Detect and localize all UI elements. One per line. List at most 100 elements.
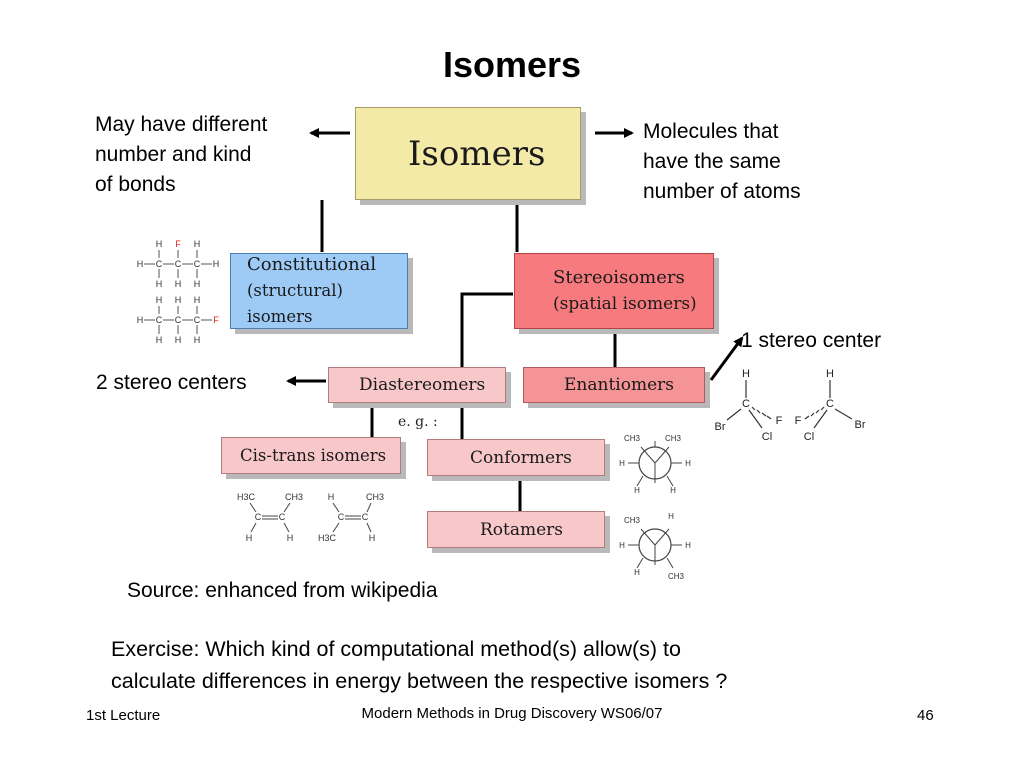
- bond: [726, 380, 763, 429]
- atom-label: H: [685, 541, 691, 550]
- stereoisomers-box-label: Stereoisomers: [553, 267, 685, 288]
- atom-label: C: [194, 259, 201, 269]
- rotamers-box: Rotamers: [427, 511, 605, 548]
- atom-label: Cl: [804, 431, 814, 443]
- cistrans-box: Cis-trans isomers: [221, 437, 401, 474]
- atom-label: C: [255, 512, 262, 522]
- atom-label: H: [137, 259, 144, 269]
- atom-label: H: [213, 259, 220, 269]
- stereoisomers-box: Stereoisomers (spatial isomers): [514, 253, 714, 329]
- isomers-box-label: Isomers: [408, 133, 546, 174]
- enantiomers-box-label: Enantiomers: [564, 375, 674, 395]
- atom-label: H: [619, 459, 625, 468]
- bond: [332, 502, 372, 533]
- bond: [158, 325, 198, 334]
- atom-label: H: [742, 368, 750, 380]
- note-line: Molecules that: [643, 120, 779, 143]
- atom-label: H: [668, 512, 674, 521]
- propane-2-fluoro-structure: H F H H C C C H H H H: [137, 239, 220, 289]
- atom-label: C: [362, 512, 369, 522]
- stereoisomers-box-sublabel: (spatial isomers): [553, 294, 697, 314]
- atom-label: H: [246, 533, 253, 543]
- atom-label: H: [194, 279, 201, 289]
- atom-label: H: [194, 295, 201, 305]
- atom-label: C: [175, 259, 182, 269]
- note-different-bonds: May have different number and kind of bo…: [95, 110, 267, 200]
- atom-label: Cl: [762, 431, 772, 443]
- bond: [158, 250, 198, 258]
- exercise-line: Exercise: Which kind of computational me…: [111, 637, 681, 661]
- note-line: have the same: [643, 150, 781, 173]
- note-line: number and kind: [95, 143, 252, 166]
- slide-title: Isomers: [442, 44, 582, 85]
- atom-label: C: [194, 315, 201, 325]
- rotamers-box-label: Rotamers: [480, 519, 564, 540]
- atom-label: H: [287, 533, 294, 543]
- atom-label: C: [175, 315, 182, 325]
- atom-label: CH3: [366, 492, 384, 502]
- newman-projection-1: CH3 CH3 H H H H: [619, 434, 691, 495]
- atom-label-fluorine: F: [175, 239, 181, 249]
- bond: [249, 502, 291, 533]
- atom-label: C: [826, 398, 834, 410]
- diastereomers-box-label: Diastereomers: [359, 375, 486, 395]
- enantiomer-right-structure: H C F Cl Br: [795, 368, 866, 443]
- note-one-stereo-center: 1 stereo center: [741, 329, 882, 352]
- atom-label: H3C: [318, 533, 337, 543]
- atom-label: H: [156, 335, 163, 345]
- atom-label: H: [369, 533, 376, 543]
- atom-label: Br: [855, 419, 866, 431]
- note-same-atoms: Molecules that have the same number of a…: [643, 117, 801, 207]
- atom-label: H: [175, 335, 182, 345]
- bond: [640, 528, 670, 565]
- propane-1-fluoro-structure: H H H H C C C F H H H: [137, 295, 220, 345]
- diastereomers-box: Diastereomers: [328, 367, 506, 403]
- atom-label: H: [156, 279, 163, 289]
- atom-label: CH3: [665, 434, 682, 443]
- atom-label: CH3: [668, 572, 685, 581]
- atom-label: H: [619, 541, 625, 550]
- atom-label: H: [328, 492, 335, 502]
- footer-center: Modern Methods in Drug Discovery WS06/07: [361, 705, 663, 722]
- exercise-text: Exercise: Which kind of computational me…: [111, 633, 727, 697]
- atom-label: H: [156, 239, 163, 249]
- conformers-box: Conformers: [427, 439, 605, 476]
- atom-label: CH3: [624, 516, 641, 525]
- bond: [640, 446, 670, 483]
- atom-label: C: [742, 398, 750, 410]
- atom-label: C: [156, 315, 163, 325]
- atom-label: H: [175, 279, 182, 289]
- bond: [628, 441, 682, 487]
- atom-label: C: [338, 512, 345, 522]
- bond: [158, 306, 198, 314]
- atom-label: H: [685, 459, 691, 468]
- atom-label: H: [156, 295, 163, 305]
- bond: [813, 380, 853, 429]
- connector-stereo-diastereomers: [460, 292, 513, 368]
- trans-butene-structure: H CH3 C C H3C H: [318, 492, 384, 543]
- atom-label: F: [776, 415, 783, 427]
- conformers-box-label: Conformers: [470, 447, 572, 468]
- isomers-box: Isomers: [355, 107, 581, 200]
- note-line: May have different: [95, 113, 268, 136]
- footer-page-number: 46: [917, 707, 934, 724]
- atom-label: H: [175, 295, 182, 305]
- constitutional-box: Constitutional (structural) isomers: [230, 253, 408, 329]
- newman-projection-2: CH3 H H H H CH3: [619, 512, 691, 581]
- source-note: Source: enhanced from wikipedia: [127, 579, 438, 602]
- bond-hashed: [804, 406, 825, 420]
- constitutional-box-sublabel: (structural) isomers: [247, 281, 343, 326]
- constitutional-box-label: Constitutional: [247, 254, 377, 275]
- eg-label: e. g. :: [398, 414, 438, 430]
- note-line: number of atoms: [643, 180, 801, 203]
- atom-label: H: [826, 368, 834, 380]
- exercise-line: calculate differences in energy between …: [111, 669, 728, 693]
- note-two-stereo-centers: 2 stereo centers: [96, 371, 247, 394]
- bond: [158, 269, 198, 278]
- atom-label: CH3: [624, 434, 641, 443]
- arrow-to-one-center: [709, 336, 744, 381]
- footer-left: 1st Lecture: [86, 707, 161, 724]
- cistrans-box-label: Cis-trans isomers: [240, 446, 387, 465]
